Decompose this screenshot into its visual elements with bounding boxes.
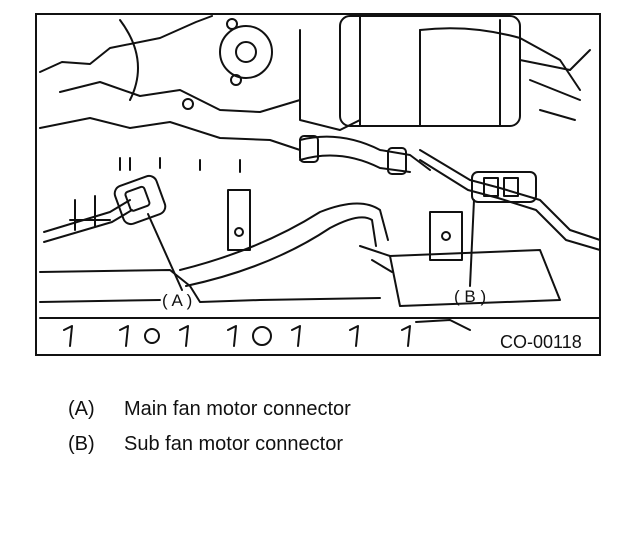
legend-text: Sub fan motor connector [124,433,344,455]
legend-key: (B) [68,433,95,455]
main-fan-connector [113,174,167,226]
callout-b: ( B ) [454,287,486,306]
engine-bay-illustration: ( A ) ( B ) CO-00118 [35,13,601,356]
figure-frame [35,13,601,356]
legend-key: (A) [68,398,95,420]
engine-line-art [39,15,601,347]
legend-item: (A) Main fan motor connector [68,398,351,433]
sub-fan-connector [471,171,537,203]
callout-a: ( A ) [162,291,192,310]
legend: (A) Main fan motor connector (B) Sub fan… [68,398,351,468]
legend-text: Main fan motor connector [124,398,351,420]
figure-code: CO-00118 [500,332,582,352]
legend-item: (B) Sub fan motor connector [68,433,351,468]
